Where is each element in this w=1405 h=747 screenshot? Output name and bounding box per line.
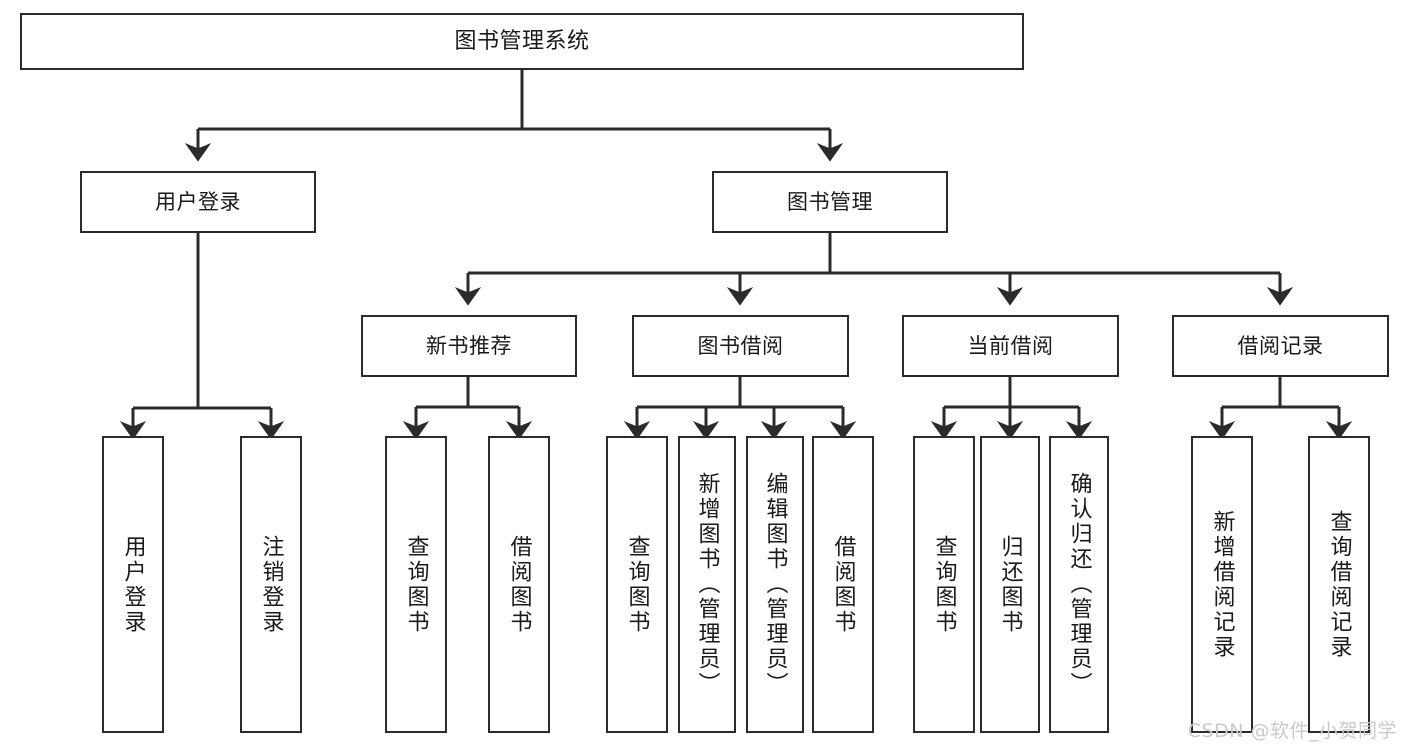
node-new-book-recommend[interactable]: 新书推荐: [361, 315, 577, 377]
node-label: 用户登录: [155, 189, 241, 214]
leaf-query-book-recommend[interactable]: 查询图书: [385, 436, 447, 733]
node-label: 当前借阅: [967, 333, 1054, 358]
node-label: 确认归还（管理员）: [1066, 472, 1092, 697]
node-label: 用户登录: [120, 534, 146, 635]
node-label: 新增借阅记录: [1209, 509, 1235, 660]
node-label: 查询图书: [931, 534, 957, 635]
leaf-query-book-current[interactable]: 查询图书: [913, 436, 975, 733]
node-label: 借阅图书: [506, 534, 532, 635]
node-current-borrow[interactable]: 当前借阅: [902, 315, 1119, 377]
node-label: 注销登录: [258, 534, 284, 635]
node-label: 图书借阅: [697, 333, 784, 358]
leaf-edit-book[interactable]: 编辑图书（管理员）: [746, 436, 804, 733]
leaf-query-borrow-record[interactable]: 查询借阅记录: [1308, 436, 1370, 733]
watermark: CSDN @软件_小贺同学: [1187, 720, 1397, 742]
node-user-login[interactable]: 用户登录: [80, 171, 316, 233]
node-label: 新书推荐: [426, 333, 512, 358]
leaf-borrow-book-recommend[interactable]: 借阅图书: [488, 436, 550, 733]
node-book-borrow[interactable]: 图书借阅: [632, 315, 849, 377]
node-label: 查询图书: [624, 534, 650, 635]
leaf-return-book[interactable]: 归还图书: [980, 436, 1040, 733]
node-label: 借阅记录: [1237, 333, 1324, 358]
node-label: 借阅图书: [830, 534, 856, 635]
node-label: 归还图书: [997, 534, 1023, 635]
leaf-query-book-borrow[interactable]: 查询图书: [606, 436, 668, 733]
node-label: 图书管理系统: [454, 28, 590, 54]
node-label: 新增图书（管理员）: [694, 472, 720, 697]
node-root-system[interactable]: 图书管理系统: [20, 13, 1024, 70]
node-label: 查询图书: [403, 534, 429, 635]
node-label: 查询借阅记录: [1326, 509, 1352, 660]
node-label: 编辑图书（管理员）: [762, 472, 788, 697]
node-book-manage[interactable]: 图书管理: [712, 171, 948, 233]
leaf-logout[interactable]: 注销登录: [240, 436, 302, 733]
node-label: 图书管理: [787, 189, 873, 214]
node-borrow-record[interactable]: 借阅记录: [1172, 315, 1389, 377]
leaf-confirm-return[interactable]: 确认归还（管理员）: [1049, 436, 1109, 733]
leaf-add-book[interactable]: 新增图书（管理员）: [678, 436, 736, 733]
leaf-user-login[interactable]: 用户登录: [102, 436, 164, 733]
leaf-add-borrow-record[interactable]: 新增借阅记录: [1191, 436, 1253, 733]
leaf-borrow-book[interactable]: 借阅图书: [812, 436, 874, 733]
